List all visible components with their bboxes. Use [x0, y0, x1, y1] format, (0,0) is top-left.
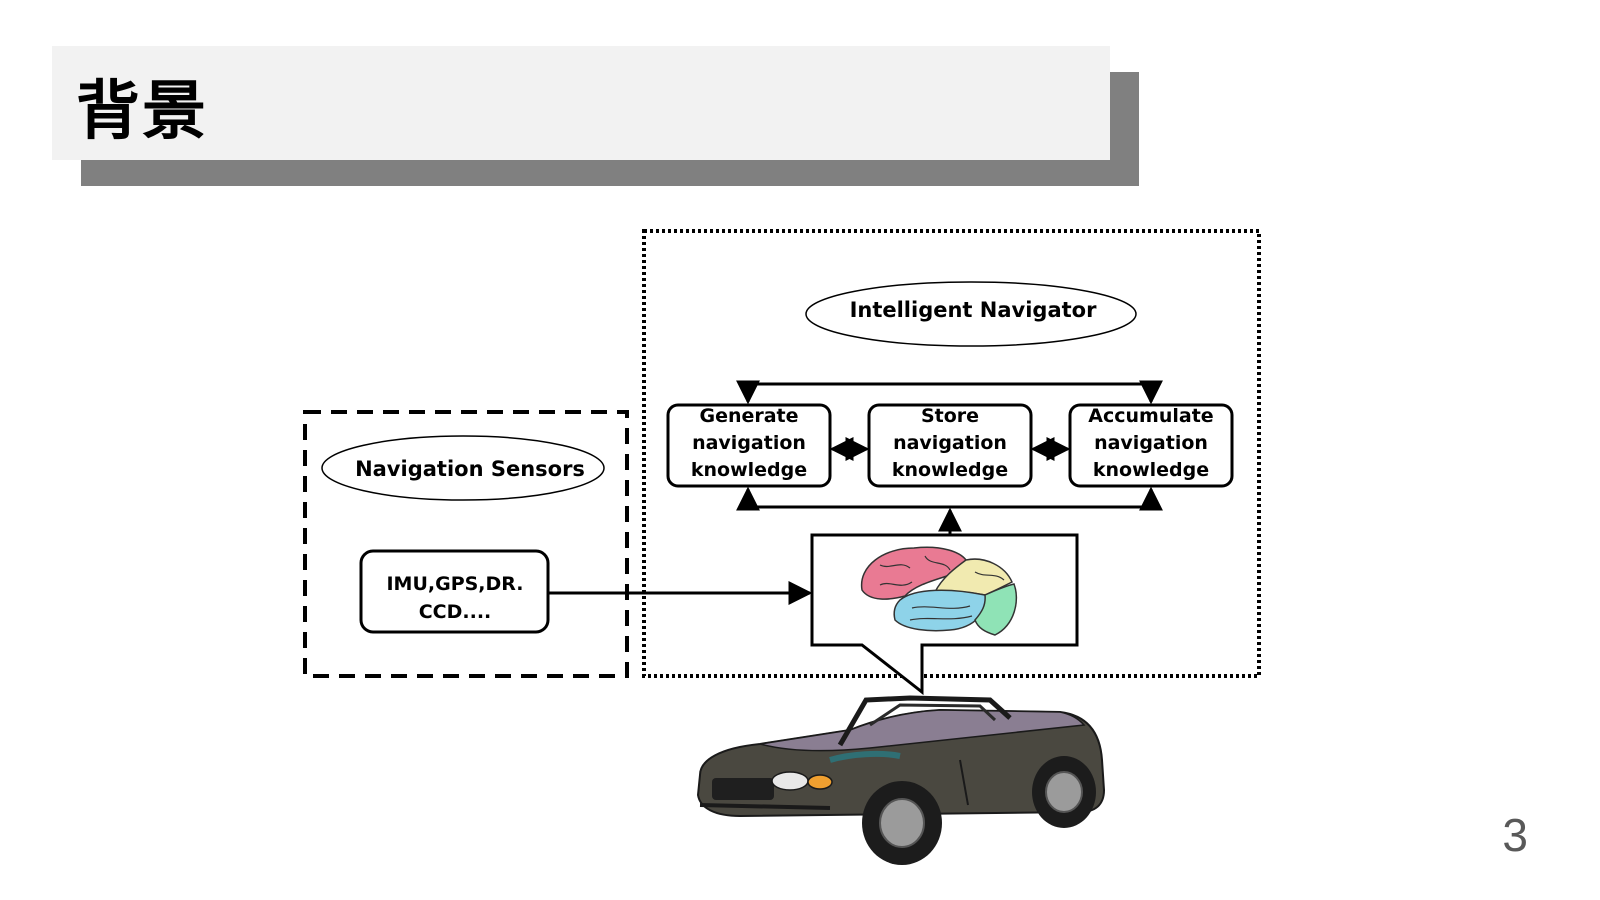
brain-icon: [860, 546, 1018, 636]
title-bar: 背景: [52, 46, 1110, 160]
navigator-region: [642, 229, 1261, 678]
top-connector: [736, 380, 1163, 405]
sensors-line-2: CCD....: [419, 601, 492, 623]
generate-line-3: knowledge: [691, 459, 807, 481]
accumulate-line-2: navigation: [1094, 432, 1208, 454]
navigator-label: Intelligent Navigator: [850, 298, 1098, 322]
convertible-car-icon: [696, 695, 1106, 865]
slide-title: 背景: [76, 75, 208, 149]
accumulate-line-3: knowledge: [1093, 459, 1209, 481]
sensors-label: Navigation Sensors: [355, 457, 585, 481]
generate-line-2: navigation: [692, 432, 806, 454]
accumulate-line-1: Accumulate: [1088, 405, 1213, 427]
page-number: 3: [1502, 809, 1528, 861]
sensors-region: [303, 410, 629, 678]
store-line-3: knowledge: [892, 459, 1008, 481]
bottom-connector: [736, 486, 1163, 511]
store-line-2: navigation: [893, 432, 1007, 454]
generate-line-1: Generate: [699, 405, 798, 427]
sensors-label-ellipse: [321, 435, 605, 501]
store-line-1: Store: [921, 405, 979, 427]
navigator-label-ellipse: [805, 281, 1137, 347]
sensors-line-1: IMU,GPS,DR.: [386, 573, 523, 595]
